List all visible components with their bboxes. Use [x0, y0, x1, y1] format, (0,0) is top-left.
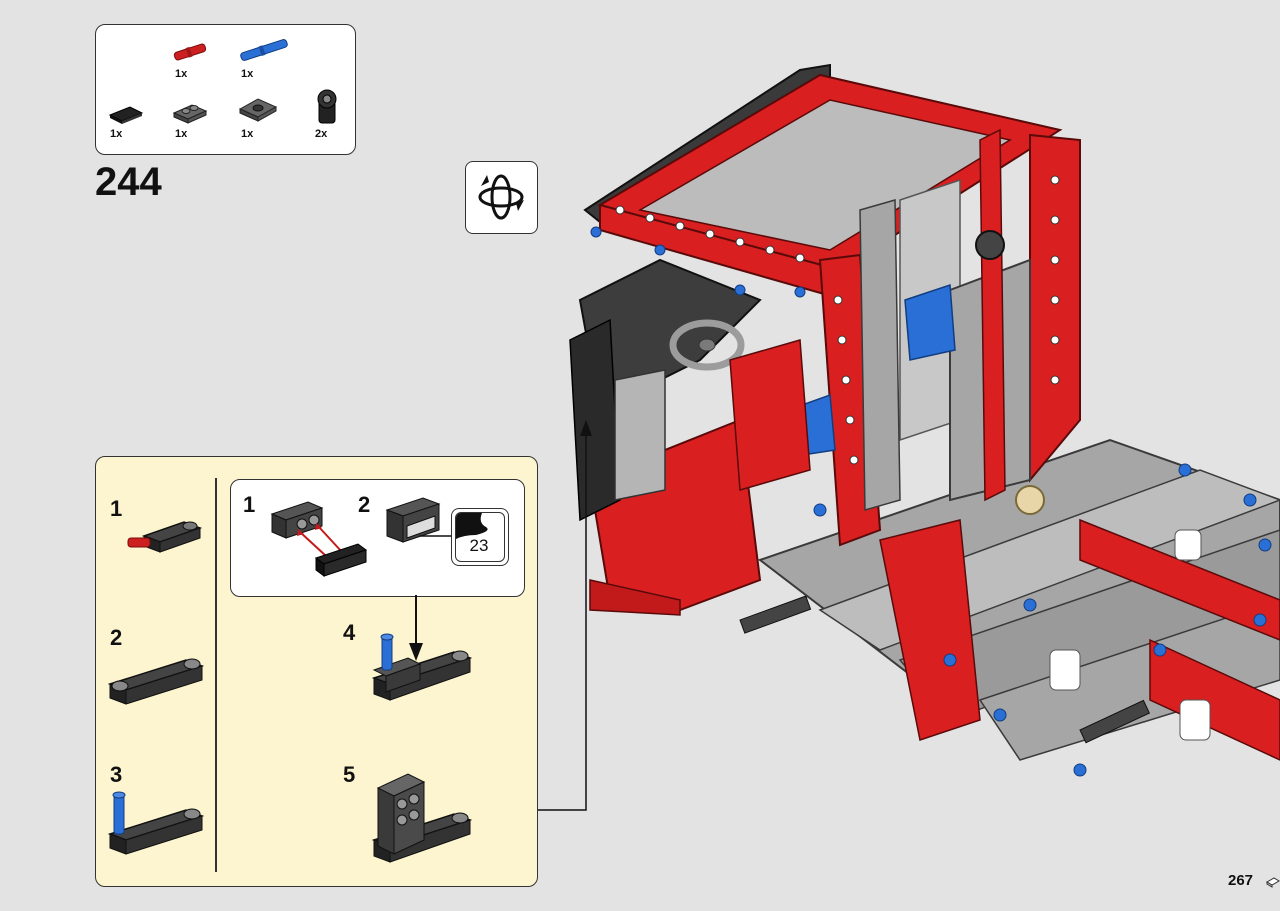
substep-1-illustration [127, 521, 203, 553]
page-number: 267 [1228, 872, 1254, 889]
dark-gray-plate-qty: 1x [175, 128, 188, 140]
substep-5-number: 5 [343, 762, 356, 787]
dark-gray-plate-icon [172, 104, 208, 124]
black-tile-qty: 1x [110, 128, 123, 140]
inner-substep-1-number: 1 [243, 492, 256, 517]
chassis-beams [739, 438, 1280, 761]
black-connector-qty: 2x [315, 128, 328, 140]
assembly-connector-line [537, 435, 587, 811]
blue-pins [590, 226, 1272, 777]
rotate-model-callout [465, 161, 538, 234]
blue-axle-pin-icon [240, 39, 288, 61]
inner-to-step4-arrow [409, 595, 423, 661]
step-number: 244 [95, 160, 162, 204]
inner-substep-2-illustration [385, 497, 451, 543]
page-reference-number: 23 [469, 536, 489, 555]
page-corner-brick-icon [1266, 877, 1280, 888]
red-pin-icon [173, 43, 207, 61]
subassembly-divider [215, 478, 217, 872]
inner-substep-1-illustration [270, 501, 368, 577]
assembly-arrow-head [580, 420, 592, 436]
substep-2-number: 2 [110, 625, 123, 650]
black-tile-icon [108, 106, 144, 124]
inner-substep-2-number: 2 [358, 492, 371, 517]
substep-5-illustration [371, 773, 473, 863]
blue-pin-qty: 1x [241, 68, 254, 80]
substep-4-number: 4 [343, 620, 356, 645]
substep-4-illustration [371, 633, 473, 701]
parts-list-callout: 1x 1x 1x 1x 1x 2x [95, 24, 356, 155]
substep-3-number: 3 [110, 762, 123, 787]
substep-2-illustration [107, 658, 205, 705]
rotate-model-icon [478, 174, 524, 220]
cab-frame [569, 63, 1081, 616]
black-connector-icon [317, 89, 337, 124]
dark-gray-wedge-plate-icon [238, 98, 278, 122]
beam-holes [615, 175, 1060, 465]
page-reference-icon [455, 512, 505, 562]
wedge-plate-qty: 1x [241, 128, 254, 140]
red-pin-qty: 1x [175, 68, 188, 80]
substep-1-number: 1 [110, 496, 123, 521]
substep-3-illustration [107, 791, 205, 855]
